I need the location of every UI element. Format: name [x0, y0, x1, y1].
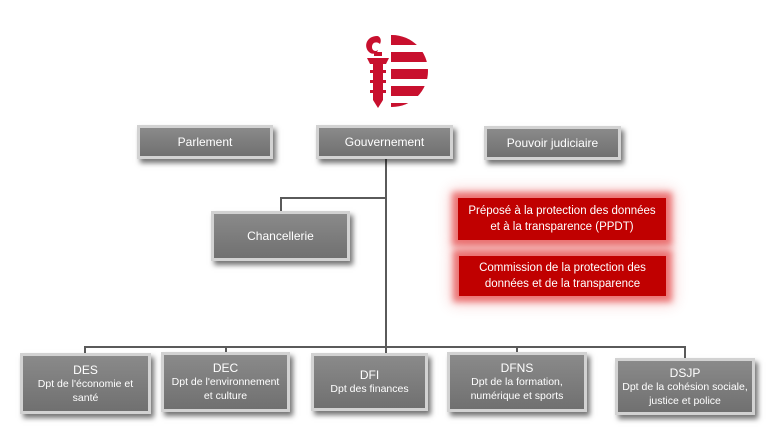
department-dfns-box: DFNS Dpt de la formation, numérique et s…: [447, 352, 587, 412]
department-dfns-line2: numérique et sports: [470, 390, 564, 402]
pouvoir-judiciaire-label: Pouvoir judiciaire: [506, 136, 599, 150]
gouvernement-label: Gouvernement: [344, 135, 425, 149]
department-dsjp-box: DSJP Dpt de la cohésion sociale, justice…: [615, 358, 755, 415]
parlement-label: Parlement: [177, 135, 233, 149]
department-dec-line1: Dpt de l'environnement: [171, 376, 280, 388]
ppdt-box: Préposé à la protection des données et à…: [458, 198, 666, 240]
department-dec-line2: et culture: [203, 390, 248, 402]
department-dec-box: DEC Dpt de l'environnement et culture: [161, 352, 290, 412]
commission-line1: Commission de la protection des: [479, 262, 646, 274]
department-dfns-line1: Dpt de la formation,: [471, 376, 563, 388]
ppdt-line1: Préposé à la protection des données: [468, 205, 656, 217]
department-dsjp-line1: Dpt de la cohésion sociale,: [622, 380, 748, 393]
department-dfi-box: DFI Dpt des finances: [311, 353, 428, 411]
connector-chancellerie-horizontal: [280, 197, 386, 199]
connector-des: [84, 346, 86, 354]
pouvoir-judiciaire-box: Pouvoir judiciaire: [484, 126, 621, 160]
connector-gouvernement-trunk: [385, 159, 387, 348]
department-dsjp-abbr: DSJP: [669, 365, 701, 380]
connector-dsjp: [684, 346, 686, 359]
parlement-box: Parlement: [137, 125, 273, 159]
department-dfi-line1: Dpt des finances: [330, 383, 409, 395]
commission-line2: données et de la transparence: [484, 278, 641, 290]
department-dfns-abbr: DFNS: [500, 361, 534, 375]
chancellerie-box: Chancellerie: [211, 211, 350, 261]
commission-box: Commission de la protection des données …: [459, 256, 666, 296]
department-des-abbr: DES: [73, 362, 98, 377]
department-dec-abbr: DEC: [212, 361, 239, 375]
connector-dfi: [385, 346, 387, 354]
department-des-box: DES Dpt de l'économie et santé: [20, 353, 151, 414]
department-dsjp-line2: justice et police: [649, 394, 721, 407]
department-dfi-abbr: DFI: [359, 368, 380, 382]
department-des-line1: Dpt de l'économie et: [37, 377, 134, 390]
jura-coat-of-arms-logo: [356, 35, 428, 108]
connector-dfns: [516, 346, 518, 353]
connector-chancellerie-drop: [280, 197, 282, 211]
connector-dec: [225, 346, 227, 353]
ppdt-line2: et à la transparence (PPDT): [490, 221, 634, 233]
department-des-line2: santé: [72, 391, 99, 404]
chancellerie-label: Chancellerie: [247, 229, 314, 243]
gouvernement-box: Gouvernement: [316, 125, 453, 159]
